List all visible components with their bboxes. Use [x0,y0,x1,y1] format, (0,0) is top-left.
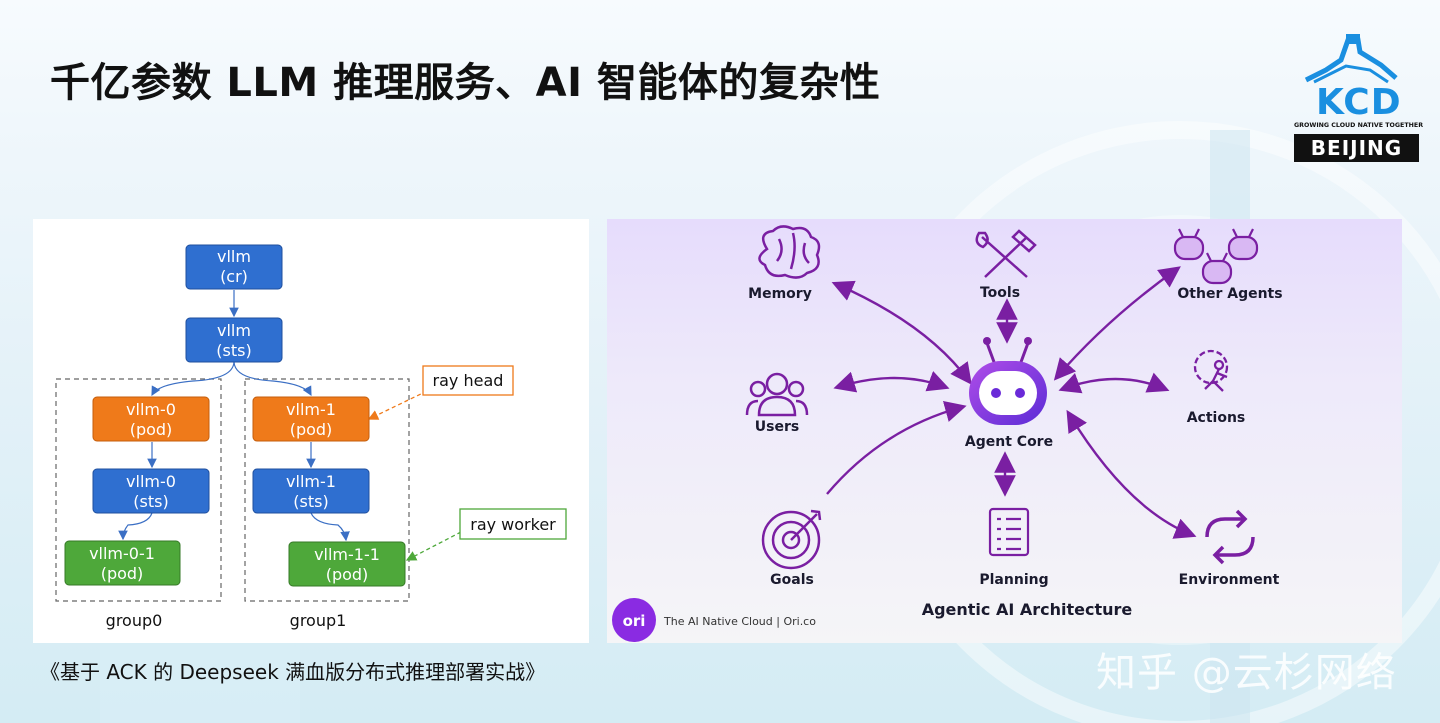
kcd-logo: KCD GROWING CLOUD NATIVE TOGETHER BEIJIN… [1286,30,1424,164]
wrench-hammer-icon [975,229,1037,278]
vllm-sts-node: vllm (sts) [185,317,283,363]
svg-text:Tools: Tools [980,285,1020,301]
gear-runner-icon [1193,349,1229,392]
svg-text:(sts): (sts) [216,341,251,360]
users-node: Users [745,372,809,435]
group1-label: group1 [290,611,347,630]
logo-city: BEIJING [1294,134,1419,162]
svg-text:Agent Core: Agent Core [965,434,1053,450]
svg-text:(pod): (pod) [130,420,173,439]
users-icon [745,372,809,417]
ray-worker-callout: ray worker [459,508,567,540]
footer-text: The AI Native Cloud | Ori.co [663,615,816,628]
ori-logo: ori [612,598,656,642]
checklist-icon [988,507,1030,557]
svg-text:Memory: Memory [748,286,812,302]
svg-text:(cr): (cr) [220,267,248,286]
vllm-1-sts-node: vllm-1 (sts) [252,468,370,514]
svg-text:vllm-0: vllm-0 [126,472,176,491]
logo-brand: KCD [1316,82,1402,123]
svg-text:vllm-0: vllm-0 [126,400,176,419]
environment-node: Environment [1179,509,1280,588]
svg-text:vllm-1-1: vllm-1-1 [314,545,380,564]
other-agents-node: Other Agents [1173,228,1283,302]
brain-icon [758,225,821,279]
architecture-heading: Agentic AI Architecture [922,600,1133,619]
group0-box [55,378,222,602]
svg-text:vllm-1: vllm-1 [286,400,336,419]
svg-text:(sts): (sts) [133,492,168,511]
svg-text:ray head: ray head [433,371,504,390]
vllm-1-1-pod-node: vllm-1-1 (pod) [288,541,406,587]
svg-text:(pod): (pod) [101,564,144,583]
page-title: 千亿参数 LLM 推理服务、AI 智能体的复杂性 [50,60,881,106]
svg-text:vllm-1: vllm-1 [286,472,336,491]
robots-icon [1173,228,1259,285]
svg-text:Environment: Environment [1179,572,1280,588]
planning-node: Planning [979,507,1049,588]
vllm-0-1-pod-node: vllm-0-1 (pod) [64,540,181,586]
goals-node: Goals [761,509,822,588]
svg-text:ori: ori [623,612,646,630]
svg-text:Planning: Planning [979,572,1048,588]
svg-text:ray worker: ray worker [470,515,556,534]
svg-text:(pod): (pod) [326,565,369,584]
ray-head-callout: ray head [422,365,514,396]
great-wall-icon [1304,34,1398,84]
svg-text:Users: Users [755,419,799,435]
agentic-architecture-diagram: Memory Tools Other Agents [607,219,1402,643]
memory-node: Memory [748,225,821,302]
source-caption: 《基于 ACK 的 Deepseek 满血版分布式推理部署实战》 [40,660,546,684]
tools-node: Tools [975,229,1037,301]
vllm-0-sts-node: vllm-0 (sts) [92,468,210,514]
agent-core-node: Agent Core [965,337,1053,450]
actions-node: Actions [1187,349,1246,426]
vllm-deployment-diagram: vllm (cr) vllm (sts) vllm-0 (pod) vllm-1… [33,219,589,643]
vllm-1-pod-node: vllm-1 (pod) [252,396,370,442]
vllm-cr-node: vllm (cr) [185,244,283,290]
svg-text:vllm-0-1: vllm-0-1 [89,544,155,563]
watermark: 知乎 @云杉网络 [1096,650,1397,696]
svg-text:Actions: Actions [1187,410,1246,426]
svg-text:vllm: vllm [217,321,251,340]
logo-tagline: GROWING CLOUD NATIVE TOGETHER [1294,122,1424,129]
target-icon [761,509,822,570]
svg-text:(sts): (sts) [293,492,328,511]
vllm-0-pod-node: vllm-0 (pod) [92,396,210,442]
svg-text:(pod): (pod) [290,420,333,439]
svg-text:Other Agents: Other Agents [1177,286,1282,302]
cycle-icon [1205,509,1255,565]
group1-box [244,378,410,602]
svg-text:Goals: Goals [770,572,814,588]
svg-text:vllm: vllm [217,247,251,266]
robot-icon [969,337,1047,425]
group0-label: group0 [106,611,163,630]
